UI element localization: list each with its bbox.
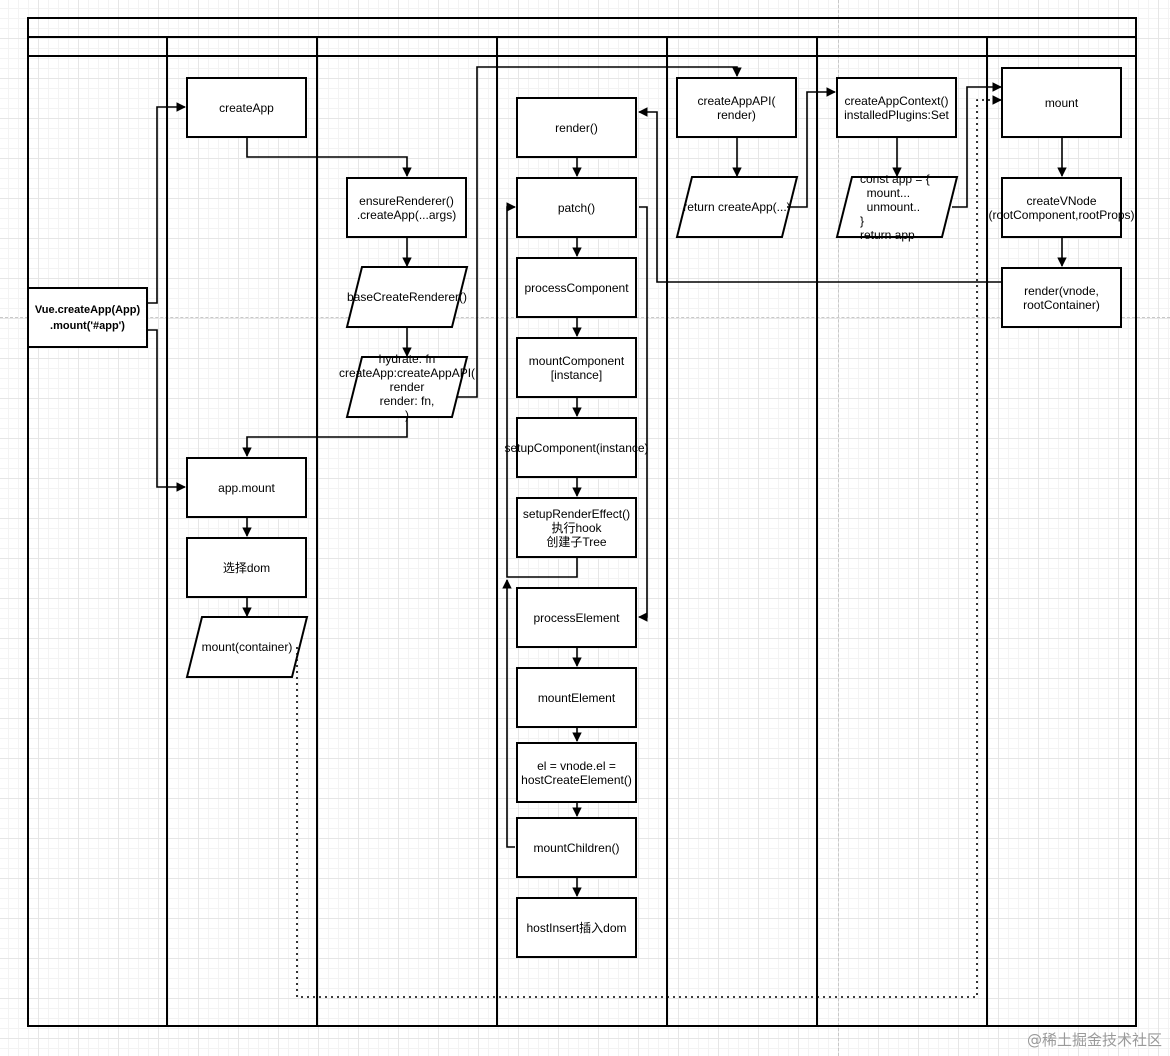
base-create-renderer-shape [345,266,469,328]
arrow-return-to-createappapi [457,66,742,398]
mount-children-node[interactable]: mountChildren() [516,817,637,878]
lane-divider-2 [316,36,318,1027]
arrow-mountchildren-to-patch [502,579,515,848]
entry-call-node[interactable]: Vue.createApp(App) .mount('#app') [27,287,148,348]
mount-component-node[interactable]: mountComponent [instance] [516,337,637,398]
arrow-constapp-to-mount [952,82,1002,208]
host-insert-node[interactable]: hostInsert插入dom [516,897,637,958]
mount-container-shape [185,616,309,678]
canvas-guide-vertical [838,0,839,1056]
setup-component-node[interactable]: setupComponent(instance) [504,417,649,478]
setup-render-effect-node[interactable]: setupRenderEffect() 执行hook 创建子Tree [516,497,637,558]
renderer-return-object-node[interactable]: hydrate: fn createApp:createAppAPI( rend… [338,352,476,422]
return-create-app-node[interactable]: return createApp(...) [683,200,791,214]
arrow-createapp-to-ensure [246,138,412,177]
mount-node[interactable]: mount [1001,67,1122,138]
arrow-patch-to-processelement [638,206,648,622]
watermark: @稀土掘金技术社区 [1026,1031,1162,1049]
arrow-entry-to-appmount [147,329,186,492]
render-vnode-node[interactable]: render(vnode, rootContainer) [1001,267,1122,328]
arrow-rendervnode-to-render [638,107,1001,283]
render-node[interactable]: render() [516,97,637,158]
create-vnode-node[interactable]: createVNode (rootComponent,rootProps) [988,177,1135,238]
return-create-app-shape [675,176,799,238]
mount-container-node[interactable]: mount(container) [201,640,293,654]
lane-divider-4 [666,36,668,1027]
const-app-node[interactable]: const app = { mount... unmount.. } retur… [860,172,930,242]
lane-divider-3 [496,36,498,1027]
lane-divider-1 [166,36,168,1027]
base-create-renderer-node[interactable]: baseCreateRenderer() [346,290,468,304]
patch-node[interactable]: patch() [516,177,637,238]
create-app-node[interactable]: createApp [186,77,307,138]
process-component-node[interactable]: processComponent [516,257,637,318]
lane-divider-5 [816,36,818,1027]
host-create-element-node[interactable]: el = vnode.el = hostCreateElement() [516,742,637,803]
lane-divider-6 [986,36,988,1027]
arrow-return-to-appmount [242,418,408,457]
mount-element-node[interactable]: mountElement [516,667,637,728]
arrow-entry-to-createapp [147,102,186,304]
process-element-node[interactable]: processElement [516,587,637,648]
ensure-renderer-node[interactable]: ensureRenderer() .createApp(...args) [346,177,467,238]
create-app-context-node[interactable]: createAppContext() installedPlugins:Set [836,77,957,138]
arrow-return-createapp-to-context [787,87,836,208]
lane-header-divider [27,55,1137,57]
create-app-api-node[interactable]: createAppAPI( render) [676,77,797,138]
return-object-shape [345,356,469,418]
header-divider [27,36,1137,38]
const-app-shape [835,176,959,238]
swimlane-frame [27,17,1137,1027]
app-mount-node[interactable]: app.mount [186,457,307,518]
arrow-setuprendereffect-to-patch [506,202,578,578]
select-dom-node[interactable]: 选择dom [186,537,307,598]
